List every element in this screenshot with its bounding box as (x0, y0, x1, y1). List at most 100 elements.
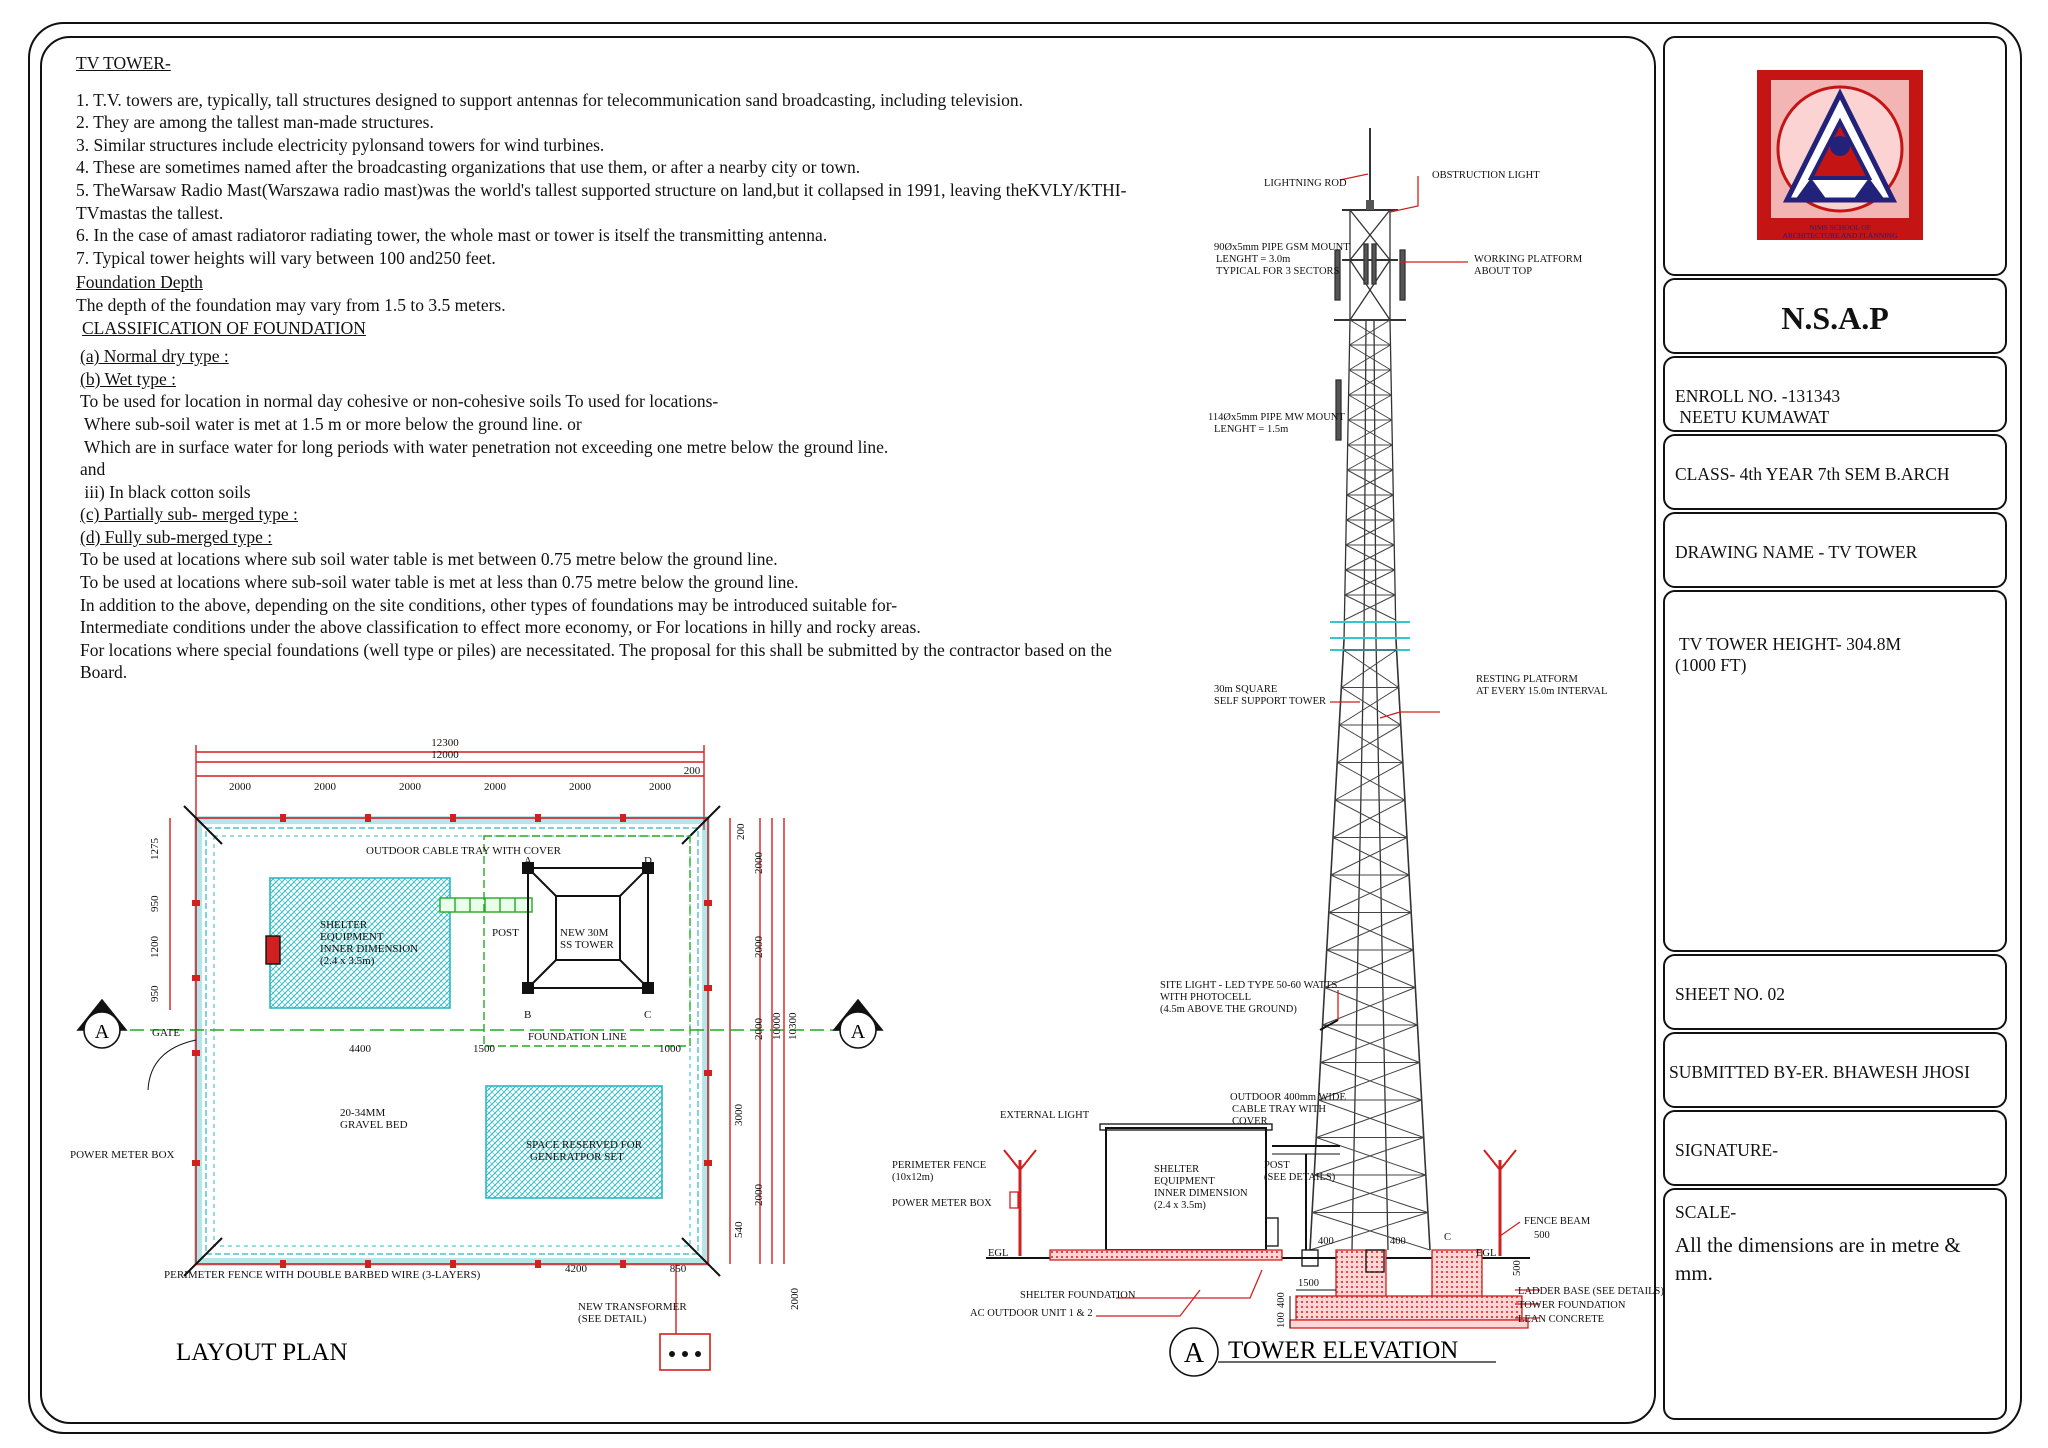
plan-dim: 850 (670, 1263, 687, 1275)
plan-tower-label: NEW 30M (560, 927, 609, 939)
tower-brace (1332, 799, 1406, 838)
plan-corner-d: D (644, 855, 652, 867)
drawing-name-cell: DRAWING NAME - TV TOWER (1663, 512, 2007, 588)
elev-shelter-label: INNER DIMENSION (1154, 1188, 1248, 1199)
elev-obstruction-light: OBSTRUCTION LIGHT (1432, 170, 1540, 181)
plan-shelter-label: (2.4 x 3.5m) (320, 955, 375, 967)
tower-brace (1330, 837, 1408, 876)
logo-text: ARCHITECTURE AND PLANNING (1783, 231, 1899, 240)
elev-working-platform: ABOUT TOP (1474, 266, 1532, 277)
note-2: 2. They are among the tallest man-made s… (76, 112, 434, 133)
tower-brace (1320, 1024, 1418, 1063)
plan-generator-label: GENERATPOR SET (530, 1151, 624, 1163)
tower-brace (1311, 1174, 1426, 1213)
type-d-line: To be used at locations where sub soil w… (80, 549, 778, 570)
elev-egl-right: EGL (1476, 1248, 1496, 1259)
plan-tower-label: SS TOWER (560, 939, 614, 951)
elev-site-light: (4.5m ABOVE THE GROUND) (1160, 1004, 1297, 1015)
tower-brace (1344, 569, 1395, 596)
tower-brace (1339, 724, 1404, 763)
type-d-line: For locations where special foundations … (80, 639, 1112, 683)
elev-perimeter-fence: PERIMETER FENCE (892, 1160, 986, 1171)
tower-brace (1318, 1099, 1424, 1138)
obstruction-light (1366, 200, 1374, 210)
elev-gsm-mount: 90Øx5mm PIPE GSM MOUNT (1214, 242, 1350, 253)
tower-brace (1309, 1212, 1429, 1251)
plan-foundation-line-label: FOUNDATION LINE (528, 1031, 627, 1043)
tower-brace (1314, 1137, 1424, 1176)
tower-brace (1334, 762, 1404, 801)
plan-dim: 12000 (431, 749, 459, 761)
elev-dim: 500 (1512, 1260, 1523, 1276)
type-d-line: To be used at locations where sub-soil w… (80, 572, 799, 593)
note-6: 6. In the case of amast radiatoror radia… (76, 225, 828, 246)
tower-brace (1349, 319, 1391, 346)
plan-dim: 2000 (789, 1288, 801, 1311)
tower-brace (1314, 1174, 1429, 1213)
plan-dim: 2000 (753, 852, 765, 875)
plan-dim: 200 (735, 823, 747, 840)
type-a: (a) Normal dry type : (80, 346, 229, 367)
plan-dim: 950 (149, 895, 161, 912)
tower-height-ft: (1000 FT) (1675, 655, 1747, 675)
notes-text: TV TOWER- 1. T.V. towers are, typically,… (76, 52, 1156, 684)
section-marker-left-label: A (95, 1021, 110, 1043)
tower-brace (1334, 799, 1408, 838)
note-3: 3. Similar structures include electricit… (76, 134, 605, 155)
elev-gsm-mount: LENGHT = 3.0m (1216, 254, 1290, 265)
plan-dim: 2000 (484, 781, 507, 793)
note-7: 7. Typical tower heights will vary betwe… (76, 247, 496, 268)
tower-brace (1338, 687, 1399, 726)
plan-dim: 1500 (473, 1043, 496, 1055)
plan-dim: 2000 (753, 1184, 765, 1207)
elev-working-platform: WORKING PLATFORM (1474, 254, 1583, 265)
elevation-mark-circle (1169, 1327, 1219, 1377)
plan-dim: 1000 (659, 1043, 682, 1055)
elev-dim: 1500 (1298, 1278, 1319, 1289)
elev-post: POST (1264, 1160, 1290, 1171)
plan-dim: 2000 (753, 1018, 765, 1041)
nsap-logo: NIMS SCHOOL OF ARCHITECTURE AND PLANNING (1757, 70, 1923, 240)
tower-brace (1324, 987, 1418, 1026)
plan-corner-a: A (524, 855, 532, 867)
logo-cell: NIMS SCHOOL OF ARCHITECTURE AND PLANNING (1663, 36, 2007, 276)
plan-shelter-label: SHELTER (320, 919, 368, 931)
plan-dim: 2000 (753, 936, 765, 959)
type-b-line: and (80, 459, 106, 480)
enroll-number: ENROLL NO. -131343 (1675, 386, 1841, 406)
elev-dim: 500 (1534, 1230, 1550, 1241)
plan-gravel-label: GRAVEL BED (340, 1119, 408, 1131)
plan-shelter-label: EQUIPMENT (320, 931, 384, 943)
layout-plan (130, 745, 840, 1371)
plan-dim: 10000 (771, 1012, 783, 1040)
elev-shelter-label: SHELTER (1154, 1164, 1199, 1175)
elev-ac-unit: AC OUTDOOR UNIT 1 & 2 (970, 1308, 1093, 1319)
plan-gate-label: GATE (152, 1027, 180, 1039)
tower-brace (1344, 594, 1396, 621)
scale-label: SCALE- (1675, 1202, 1737, 1222)
tower-brace (1320, 1062, 1422, 1101)
plan-dim: 4200 (565, 1263, 588, 1275)
elev-site-light: SITE LIGHT - LED TYPE 50-60 WATTS (1160, 980, 1337, 991)
plan-dim: 200 (684, 765, 701, 777)
plan-dim: 950 (149, 985, 161, 1002)
elev-shelter-foundation: SHELTER FOUNDATION (1020, 1290, 1136, 1301)
title-block: NIMS SCHOOL OF ARCHITECTURE AND PLANNING… (1663, 36, 2013, 1420)
elev-cable-tray: COVER (1232, 1116, 1268, 1127)
tower-elevation (986, 128, 1540, 1329)
section-marker-right (832, 998, 884, 1049)
signature-cell: SIGNATURE- (1663, 1110, 2007, 1186)
enroll-cell: ENROLL NO. -131343 NEETU KUMAWAT (1663, 356, 2007, 432)
tower-brace (1345, 519, 1394, 546)
elev-fence-beam: FENCE BEAM (1524, 1216, 1591, 1227)
tower-brace (1346, 494, 1394, 521)
note-1: 1. T.V. towers are, typically, tall stru… (76, 89, 1024, 110)
elev-square-tower: SELF SUPPORT TOWER (1214, 696, 1326, 707)
type-b-line: iii) In black cotton soils (80, 481, 251, 502)
elev-shelter-label: EQUIPMENT (1154, 1176, 1215, 1187)
notes-heading: TV TOWER- (76, 53, 171, 73)
foundation-depth-text: The depth of the foundation may vary fro… (76, 294, 506, 315)
note-4: 4. These are sometimes named after the b… (76, 157, 861, 178)
elev-dim: 100 (1276, 1312, 1287, 1328)
